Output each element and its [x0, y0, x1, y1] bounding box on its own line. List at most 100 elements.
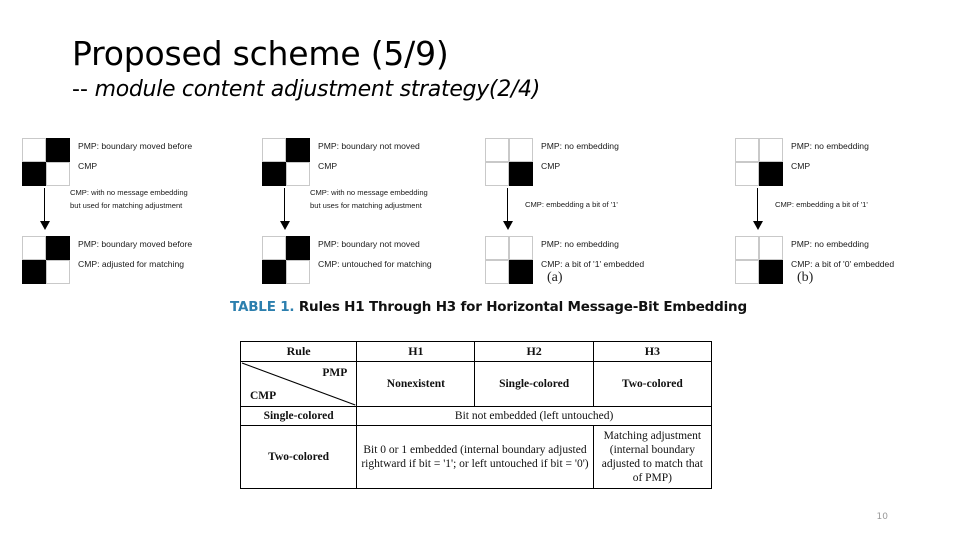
module-cell-white — [286, 260, 310, 284]
module-grid — [262, 138, 310, 186]
module-cell-white — [509, 138, 533, 162]
transition-caption-line: but uses for matching adjustment — [310, 201, 422, 210]
module-cell-white — [22, 236, 46, 260]
module-grid — [485, 236, 533, 284]
module-label: PMP: boundary not moved — [318, 141, 420, 151]
module-label: CMP: a bit of '1' embedded — [541, 259, 645, 269]
table-header-cell-h1: H1 — [356, 341, 476, 362]
module-cell-black — [22, 260, 46, 284]
module-grid — [735, 236, 783, 284]
transition-caption-line: CMP: embedding a bit of '1' — [775, 200, 868, 209]
module-cell-white — [46, 162, 70, 186]
module-cell-white — [262, 236, 286, 260]
corner-label-pmp: PMP — [322, 366, 348, 379]
transition-caption: CMP: embedding a bit of '1' — [525, 198, 618, 211]
module-label: PMP: boundary moved before — [78, 239, 193, 249]
table-subheader-cell: Nonexistent — [356, 360, 476, 407]
table-cell: Bit not embedded (left untouched) — [356, 405, 712, 426]
table-number: TABLE 1. — [230, 299, 295, 315]
module-cell-white — [485, 236, 509, 260]
table-header-cell-h3: H3 — [592, 341, 713, 362]
module-cell-black — [286, 138, 310, 162]
table-subheader-cell: Two-colored — [592, 360, 713, 407]
table-row-label: Single-colored — [239, 405, 358, 426]
module-cell-black — [22, 162, 46, 186]
transition-caption-line: CMP: with no message embedding — [310, 188, 428, 197]
module-label: PMP: no embedding — [791, 141, 869, 151]
diagonal-divider-icon — [241, 362, 356, 406]
page-number: 10 — [876, 512, 888, 522]
module-cell-white — [46, 260, 70, 284]
corner-label-cmp: CMP — [250, 389, 277, 402]
module-label: CMP: untouched for matching — [318, 259, 432, 269]
module-grid — [262, 236, 310, 284]
module-label: CMP — [791, 161, 811, 171]
module-label: CMP — [318, 161, 338, 171]
table-caption: TABLE 1. Rules H1 Through H3 for Horizon… — [230, 299, 747, 315]
module-cell-black — [46, 236, 70, 260]
table-header-cell-rule: Rule — [239, 341, 358, 362]
module-cell-black — [46, 138, 70, 162]
subfigure-label: (b) — [797, 270, 814, 285]
module-cell-black — [759, 260, 783, 284]
module-cell-black — [262, 162, 286, 186]
module-grid — [22, 138, 70, 186]
subfigure-label: (a) — [547, 270, 563, 285]
module-cell-black — [509, 162, 533, 186]
module-label: PMP: no embedding — [541, 239, 619, 249]
title-block: Proposed scheme (5/9) -- module content … — [72, 34, 892, 102]
module-grid — [22, 236, 70, 284]
transition-caption: CMP: with no message embedding but uses f… — [310, 186, 428, 212]
down-arrow-icon — [40, 188, 50, 230]
module-cell-white — [759, 236, 783, 260]
page-title: Proposed scheme (5/9) — [72, 34, 449, 73]
subtitle-dashes: -- — [72, 77, 88, 103]
module-cell-white — [735, 260, 759, 284]
table-cell: Bit 0 or 1 embedded (internal boundary a… — [356, 424, 594, 489]
down-arrow-icon — [280, 188, 290, 230]
down-arrow-icon — [503, 188, 513, 230]
page-subtitle: -- module content adjustment strategy(2/… — [72, 77, 892, 102]
module-grid — [485, 138, 533, 186]
module-cell-black — [759, 162, 783, 186]
module-label: CMP — [541, 161, 561, 171]
module-grid — [735, 138, 783, 186]
module-cell-white — [735, 236, 759, 260]
module-label: PMP: no embedding — [791, 239, 869, 249]
module-cell-white — [485, 138, 509, 162]
module-cell-white — [286, 162, 310, 186]
module-label: CMP: a bit of '0' embedded — [791, 259, 895, 269]
module-cell-white — [735, 162, 759, 186]
table-row-label: Two-colored — [239, 424, 358, 489]
module-label: PMP: boundary moved before — [78, 141, 193, 151]
table-corner-cell: PMP CMP — [239, 360, 358, 407]
module-cell-white — [22, 138, 46, 162]
table-title: Rules H1 Through H3 for Horizontal Messa… — [298, 299, 747, 315]
module-label: CMP — [78, 161, 98, 171]
module-cell-white — [735, 138, 759, 162]
transition-caption: CMP: embedding a bit of '1' — [775, 198, 868, 211]
module-cell-white — [485, 260, 509, 284]
module-label: PMP: no embedding — [541, 141, 619, 151]
module-cell-black — [509, 260, 533, 284]
module-cell-white — [759, 138, 783, 162]
module-label: PMP: boundary not moved — [318, 239, 420, 249]
module-cell-black — [286, 236, 310, 260]
module-cell-white — [485, 162, 509, 186]
table-cell: Matching adjustment (internal boundary a… — [592, 424, 713, 489]
table-header-cell-h2: H2 — [474, 341, 594, 362]
transition-caption-line: CMP: with no message embedding — [70, 188, 188, 197]
